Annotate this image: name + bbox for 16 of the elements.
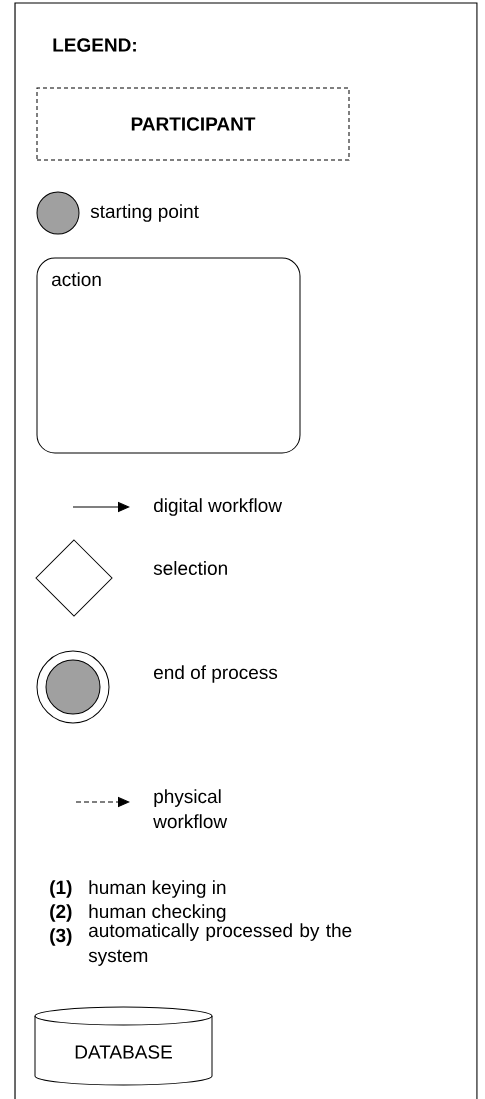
node-label: DATABASE — [75, 1045, 172, 1059]
legend-text: starting point — [90, 204, 199, 222]
note-text: human checking — [89, 904, 226, 922]
item-number: (2) — [50, 904, 72, 922]
item-number: (1) — [50, 880, 72, 898]
legend-text: physical workflow — [153, 789, 228, 829]
legend-text: selection — [153, 561, 227, 575]
legend-text: digital workflow — [154, 498, 283, 516]
note-text: human keying in — [89, 880, 226, 898]
database-cylinder: DATABASE — [34, 1006, 213, 1086]
legend-text: end of process — [154, 665, 278, 683]
action-box: action — [36, 257, 301, 454]
note-text: automatically processed by the system — [88, 923, 352, 966]
item-number: (3) — [50, 928, 72, 946]
legend-title: LEGEND: — [53, 38, 136, 52]
participant-box: PARTICIPANT — [36, 87, 350, 161]
